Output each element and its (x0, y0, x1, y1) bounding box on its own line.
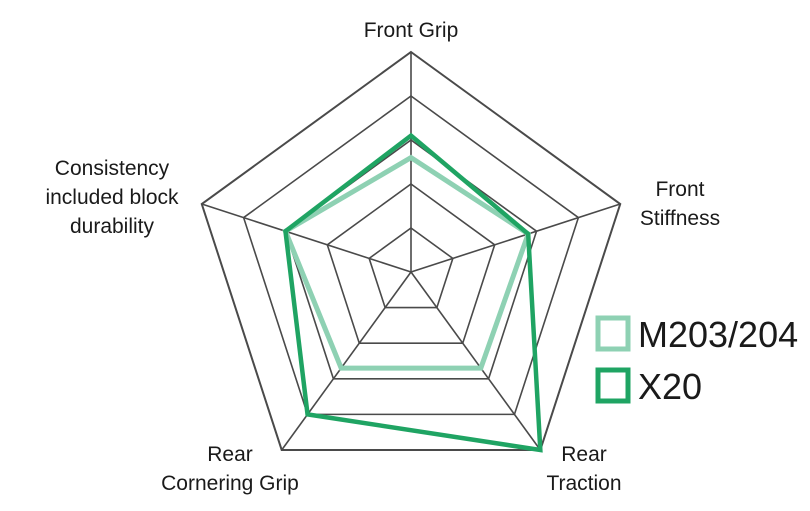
axis-label-2-line-2: Stiffness (640, 207, 720, 230)
series-2-polygon (283, 132, 543, 453)
axis-label-5-line-1: Consistency (55, 157, 170, 180)
axis-label-4-line-1: Rear (207, 443, 253, 466)
axis-label-1-line-1: Front Grip (364, 19, 459, 42)
axis-label-5-line-3: durability (70, 215, 155, 238)
axis-label-2-line-1: Front (655, 178, 704, 201)
legend-label-1: M203/204 (638, 314, 798, 355)
grid-spoke-5 (201, 203, 412, 273)
radar-series (282, 132, 543, 453)
grid-ring-2 (326, 183, 496, 344)
legend-label-2: X20 (638, 366, 702, 407)
grid-ring-1 (368, 227, 454, 309)
grid-spoke-4 (281, 271, 412, 451)
series-1-polygon (282, 154, 532, 371)
axis-label-5-line-2: included block (45, 186, 179, 209)
axis-label-3-line-1: Rear (561, 443, 607, 466)
legend-swatch-1 (595, 315, 631, 352)
axis-label-1: Front Grip (364, 19, 459, 42)
grid-spoke-2 (410, 203, 621, 273)
axis-label-4-line-2: Cornering Grip (161, 472, 299, 495)
axis-label-5: Consistency included block durability (45, 157, 179, 238)
grid-ring-4 (242, 95, 580, 416)
grid-ring-5 (200, 50, 622, 451)
axis-label-3-line-2: Traction (546, 472, 621, 495)
grid-spoke-3 (410, 271, 541, 451)
radar-grid (200, 50, 622, 451)
legend-swatch-2 (595, 367, 631, 404)
